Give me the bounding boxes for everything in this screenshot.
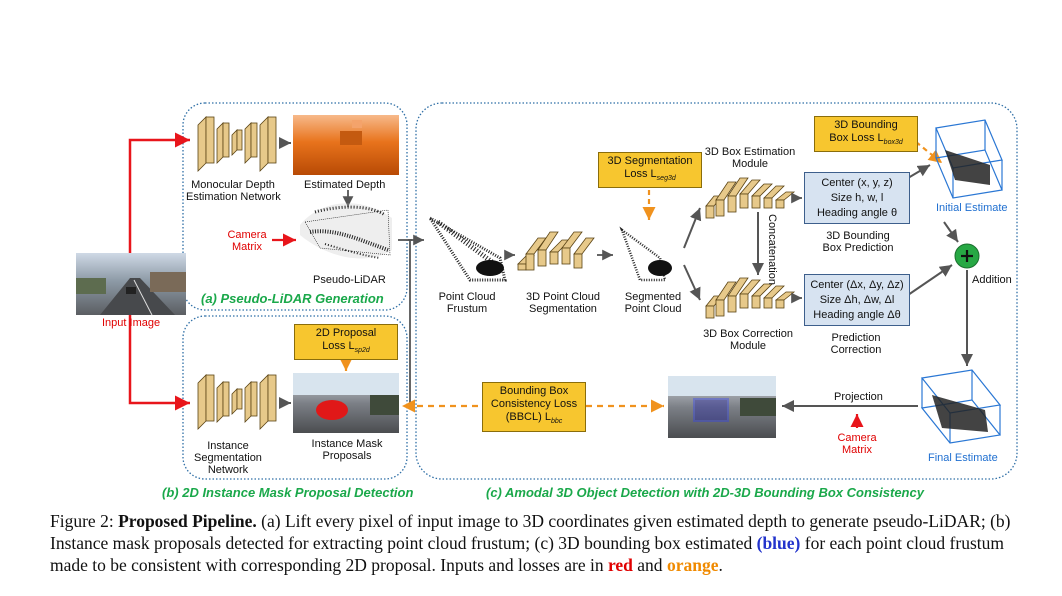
seg-3d-loss-box: 3D Segmentation Loss Lseg3d — [598, 152, 702, 188]
proposal-2d-loss-box: 2D Proposal Loss Lsp2d — [294, 324, 398, 360]
panel-c-title: (c) Amodal 3D Object Detection with 2D-3… — [486, 485, 924, 500]
depth-network-icon — [197, 116, 277, 172]
correction-params-box: Center (Δx, Δy, Δz) Size Δh, Δw, Δl Head… — [804, 274, 910, 326]
projected-box-image — [668, 376, 776, 438]
frustum-point-cloud — [428, 216, 507, 282]
projection-label: Projection — [834, 391, 883, 403]
input-to-seg-arrow — [128, 315, 190, 411]
initial-estimate-label: Initial Estimate — [936, 202, 1008, 214]
initial-params-box: Center (x, y, z) Size h, w, l Heading an… — [804, 172, 910, 224]
plus-icon — [954, 243, 980, 269]
estimated-depth-label: Estimated Depth — [304, 179, 386, 191]
panel-a-border — [182, 102, 408, 311]
panel-c-border — [415, 102, 1018, 480]
bbcl-loss-box: Bounding Box Consistency Loss (BBCL) Lbb… — [482, 382, 586, 432]
initial-estimate-3d-box-icon — [935, 119, 1003, 199]
estimated-depth-image — [293, 115, 399, 175]
segmented-point-cloud — [619, 226, 672, 282]
box-3d-loss-box: 3D Bounding Box Loss Lbox3d — [814, 116, 918, 152]
pc-seg-network-icon — [517, 231, 595, 271]
panel-a-title: (a) Pseudo-LiDAR Generation — [201, 291, 384, 306]
concatenation-label: Concatenation — [766, 214, 778, 285]
final-estimate-label: Final Estimate — [928, 452, 998, 464]
addition-label: Addition — [972, 274, 1012, 286]
input-image — [76, 253, 186, 316]
panel-b-title: (b) 2D Instance Mask Proposal Detection — [162, 485, 414, 500]
box-estimation-network-icon — [705, 177, 796, 219]
final-estimate-3d-box-icon — [920, 369, 1002, 444]
pipeline-diagram — [76, 102, 1018, 480]
pseudo-lidar-point-cloud — [300, 203, 392, 259]
input-image-label: Input Image — [102, 317, 161, 329]
pseudo-lidar-label: Pseudo-LiDAR — [313, 274, 386, 286]
box-correction-network-icon — [705, 277, 796, 319]
figure-caption: Figure 2: Proposed Pipeline. (a) Lift ev… — [50, 511, 1011, 575]
instance-mask-image — [293, 373, 399, 433]
input-to-depth-arrow — [128, 132, 190, 253]
instance-seg-network-icon — [197, 374, 277, 430]
